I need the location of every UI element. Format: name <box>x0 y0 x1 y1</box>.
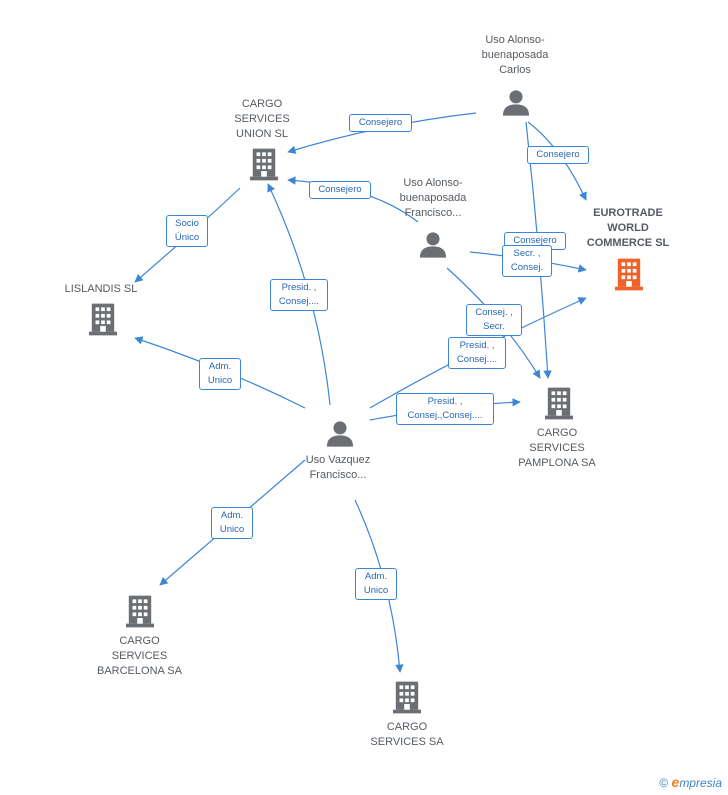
node-label: CARGO SERVICES BARCELONA SA <box>97 635 182 677</box>
node-lislandis[interactable]: LISLANDIS SL <box>56 282 146 297</box>
person-icon[interactable] <box>502 90 530 116</box>
copyright-icon: © <box>659 776 669 790</box>
node-person-carlos[interactable]: Uso Alonso-buenaposada Carlos <box>470 33 560 78</box>
edge-label[interactable]: Socio Único <box>166 215 208 247</box>
node-label: LISLANDIS SL <box>64 283 138 295</box>
node-label: Uso Alonso-buenaposada Carlos <box>481 34 549 76</box>
node-label: CARGO SERVICES SA <box>370 721 444 748</box>
node-person-francisco-ab[interactable]: Uso Alonso-buenaposada Francisco... <box>388 176 478 221</box>
node-eurotrade-world-commerce[interactable]: EUROTRADE WORLD COMMERCE SL <box>580 206 676 251</box>
edge-label[interactable]: Presid. , Consej.... <box>270 279 328 311</box>
node-label: CARGO SERVICES UNION SL <box>234 98 290 140</box>
building-icon[interactable] <box>545 387 573 420</box>
node-person-vazquez[interactable]: Uso Vazquez Francisco... <box>298 453 378 483</box>
brand-logo-text: mpresia <box>679 776 722 790</box>
node-label: Uso Alonso-buenaposada Francisco... <box>399 177 467 219</box>
node-label: Uso Vazquez Francisco... <box>305 454 371 481</box>
person-icon[interactable] <box>326 421 354 447</box>
brand-logo-e: e <box>671 774 680 790</box>
building-icon[interactable] <box>89 303 117 336</box>
building-icon[interactable] <box>615 258 643 291</box>
brand-footer[interactable]: © empresia <box>659 774 722 790</box>
building-icon[interactable] <box>393 681 421 714</box>
edge-label[interactable]: Consejero <box>527 146 589 164</box>
person-icon[interactable] <box>419 232 447 258</box>
node-cargo-services-barcelona[interactable]: CARGO SERVICES BARCELONA SA <box>92 634 187 679</box>
edge-label[interactable]: Secr. , Consej. <box>502 245 552 277</box>
building-icon[interactable] <box>250 148 278 181</box>
building-icon[interactable] <box>126 595 154 628</box>
edge-label[interactable]: Adm. Unico <box>211 507 253 539</box>
edge-label[interactable]: Consejero <box>349 114 412 132</box>
node-cargo-services-pamplona[interactable]: CARGO SERVICES PAMPLONA SA <box>512 426 602 471</box>
node-label: CARGO SERVICES PAMPLONA SA <box>518 427 596 469</box>
edge-label[interactable]: Presid. , Consej.... <box>448 337 506 369</box>
edge-label[interactable]: Adm. Unico <box>355 568 397 600</box>
edge-label[interactable]: Presid. , Consej.,Consej.... <box>396 393 494 425</box>
node-cargo-services-sa[interactable]: CARGO SERVICES SA <box>362 720 452 750</box>
edge-label[interactable]: Consej. , Secr. <box>466 304 522 336</box>
edge-label[interactable]: Consejero <box>309 181 371 199</box>
edge-label[interactable]: Adm. Unico <box>199 358 241 390</box>
node-cargo-services-union[interactable]: CARGO SERVICES UNION SL <box>226 97 298 142</box>
node-label: EUROTRADE WORLD COMMERCE SL <box>586 207 670 249</box>
